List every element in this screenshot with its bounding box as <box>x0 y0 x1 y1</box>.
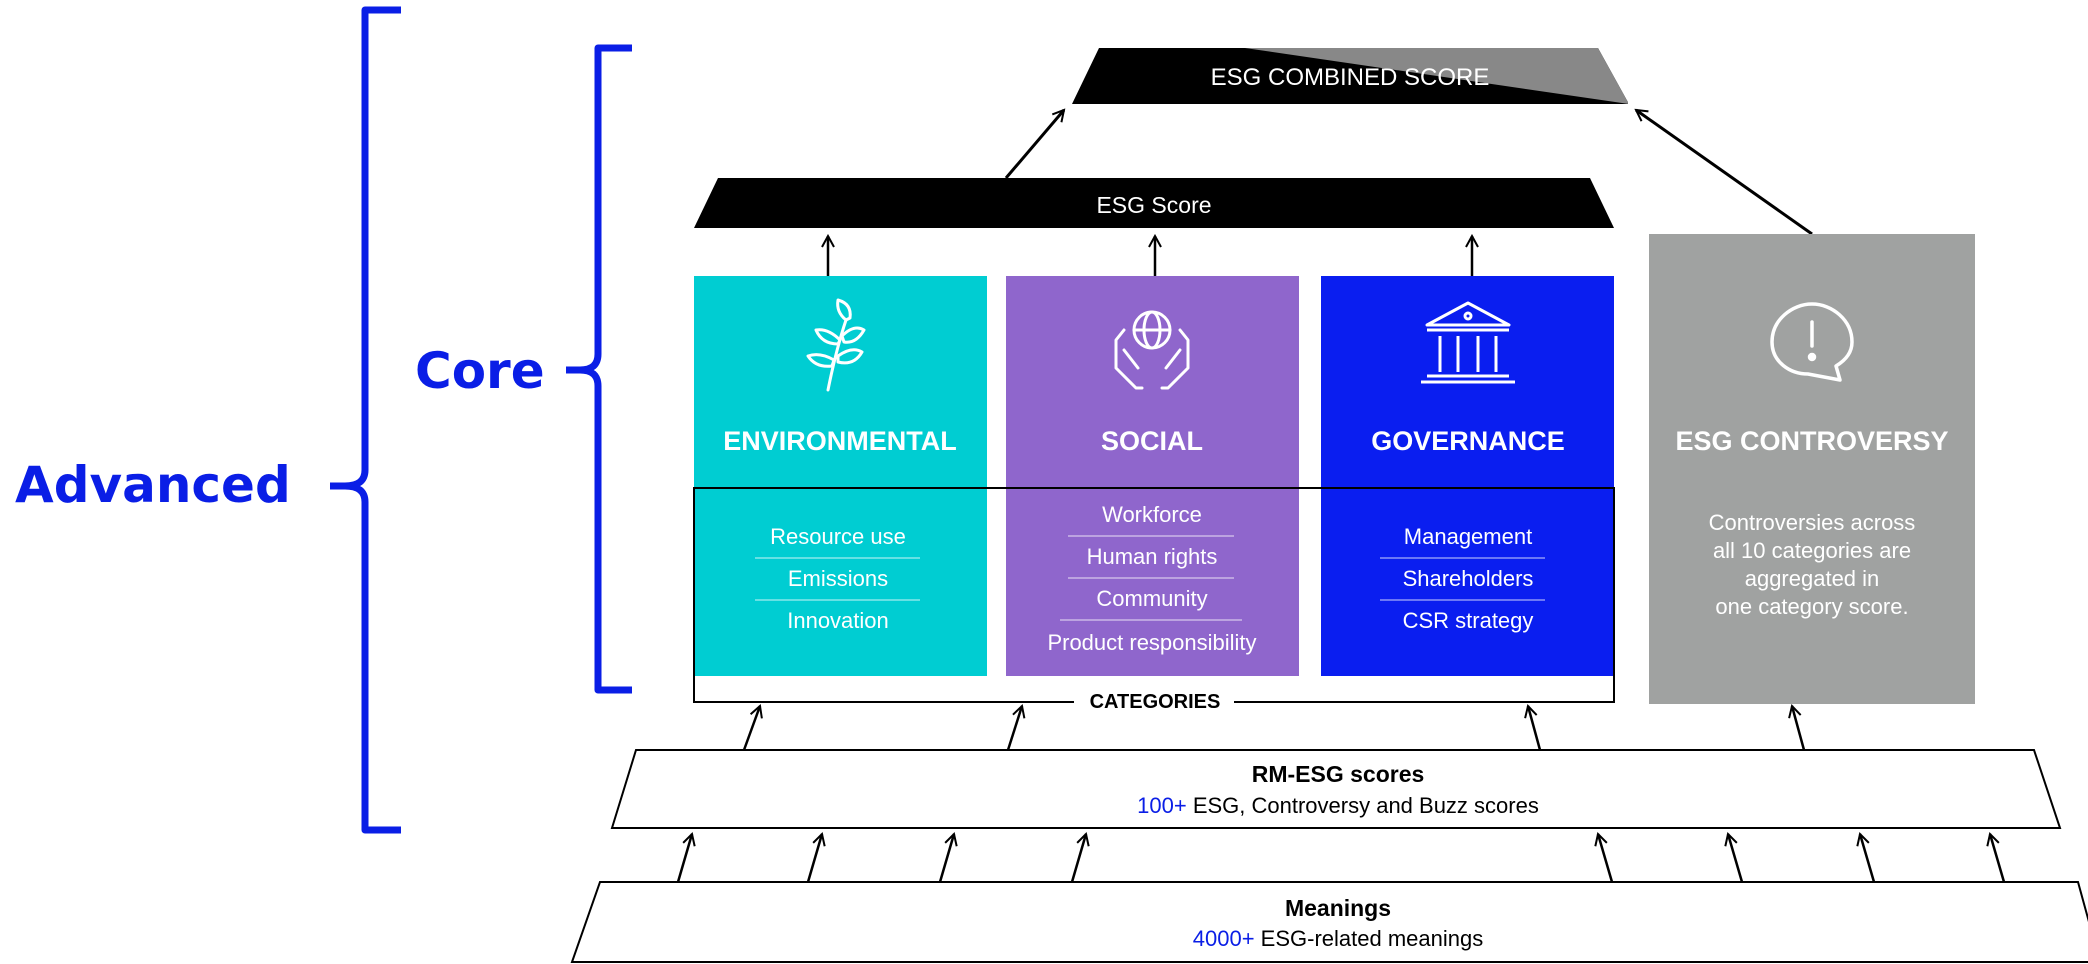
globe-hands-icon <box>1114 310 1190 390</box>
pillar-controversy: ESG CONTROVERSY Controversies across all… <box>1649 234 1975 704</box>
social-item: Community <box>1096 586 1207 611</box>
arrow-up <box>1728 834 1744 883</box>
categories-frame: CATEGORIES <box>693 487 1615 714</box>
rm-esg-description-line: 100+ ESG, Controversy and Buzz scores <box>1137 793 1539 818</box>
social-title: SOCIAL <box>1101 426 1203 456</box>
rm-esg-count: 100+ <box>1137 793 1187 818</box>
advanced-label: Advanced <box>15 456 291 514</box>
governance-title: GOVERNANCE <box>1371 426 1565 456</box>
governance-box <box>1321 276 1614 676</box>
arrow-esg-to-combined <box>1004 110 1064 179</box>
pillar-governance: GOVERNANCE Management Shareholders CSR s… <box>1321 276 1614 676</box>
governance-items: Management Shareholders CSR strategy <box>1380 524 1545 633</box>
governance-item: CSR strategy <box>1403 608 1534 633</box>
arrow-up <box>1528 706 1542 751</box>
combined-score-bar: ESG COMBINED SCORE <box>1068 48 1628 104</box>
rm-esg-outline <box>610 749 2062 829</box>
arrow-controversy-to-combined <box>1636 108 1813 236</box>
meanings-count: 4000+ <box>1193 926 1255 951</box>
controversy-description-line: Controversies across <box>1709 510 1916 535</box>
arrow-up <box>1006 706 1022 751</box>
arrow-up <box>1792 706 1806 751</box>
social-box <box>1006 276 1299 676</box>
meanings-bar: Meanings 4000+ ESG-related meanings <box>570 881 2088 963</box>
core-brace: Core <box>415 44 632 694</box>
combined-score-grey-part <box>1245 48 1628 104</box>
social-item: Human rights <box>1087 544 1218 569</box>
arrow-up <box>806 834 822 883</box>
governance-item: Shareholders <box>1403 566 1534 591</box>
controversy-description-line: aggregated in <box>1745 566 1880 591</box>
controversy-box <box>1649 234 1975 704</box>
combined-score-title: ESG COMBINED SCORE <box>1211 64 1490 91</box>
meanings-outline <box>570 881 2088 963</box>
rm-esg-scores-bar: RM-ESG scores 100+ ESG, Controversy and … <box>610 749 2062 829</box>
controversy-description-line: one category score. <box>1715 594 1908 619</box>
arrow-up <box>676 834 692 883</box>
environmental-title: ENVIRONMENTAL <box>723 426 957 456</box>
social-item: Workforce <box>1102 502 1202 527</box>
arrow-up <box>742 706 760 751</box>
environmental-item: Emissions <box>788 566 888 591</box>
pillar-social: SOCIAL Workforce Human rights Community … <box>1006 276 1299 676</box>
environmental-item: Resource use <box>770 524 906 549</box>
rm-esg-title: RM-ESG scores <box>1252 761 1425 787</box>
categories-label: CATEGORIES <box>1090 691 1221 713</box>
arrow-up <box>938 834 954 883</box>
meanings-title: Meanings <box>1285 895 1391 921</box>
arrow-up <box>1990 834 2006 883</box>
arrows-meanings-to-rm <box>676 834 2006 883</box>
bank-building-icon <box>1421 301 1515 384</box>
core-label: Core <box>415 342 545 400</box>
advanced-brace: Advanced <box>15 6 401 834</box>
controversy-description: Controversies across all 10 categories a… <box>1709 510 1916 619</box>
rm-esg-description: ESG, Controversy and Buzz scores <box>1187 793 1539 818</box>
arrow-up <box>1860 834 1876 883</box>
esg-score-bar: ESG Score <box>694 178 1614 228</box>
advanced-brace-shape <box>330 6 401 834</box>
environmental-items: Resource use Emissions Innovation <box>755 524 920 633</box>
esg-score-title: ESG Score <box>1096 192 1211 218</box>
social-items: Workforce Human rights Community Product… <box>1047 502 1256 655</box>
environmental-item: Innovation <box>787 608 889 633</box>
pillar-environmental: ENVIRONMENTAL Resource use Emissions Inn… <box>694 276 987 676</box>
governance-item: Management <box>1404 524 1532 549</box>
arrow-up <box>1598 834 1614 883</box>
arrow-up <box>1070 834 1086 883</box>
controversy-title: ESG CONTROVERSY <box>1675 426 1948 456</box>
arrows-rm-to-categories <box>742 706 1806 751</box>
core-brace-shape <box>566 44 632 694</box>
meanings-description-line: 4000+ ESG-related meanings <box>1193 926 1483 951</box>
leaf-icon <box>806 298 866 392</box>
social-item: Product responsibility <box>1047 630 1256 655</box>
controversy-description-line: all 10 categories are <box>1713 538 1911 563</box>
meanings-description: ESG-related meanings <box>1255 926 1484 951</box>
speech-bubble-exclamation-icon <box>1770 302 1854 382</box>
